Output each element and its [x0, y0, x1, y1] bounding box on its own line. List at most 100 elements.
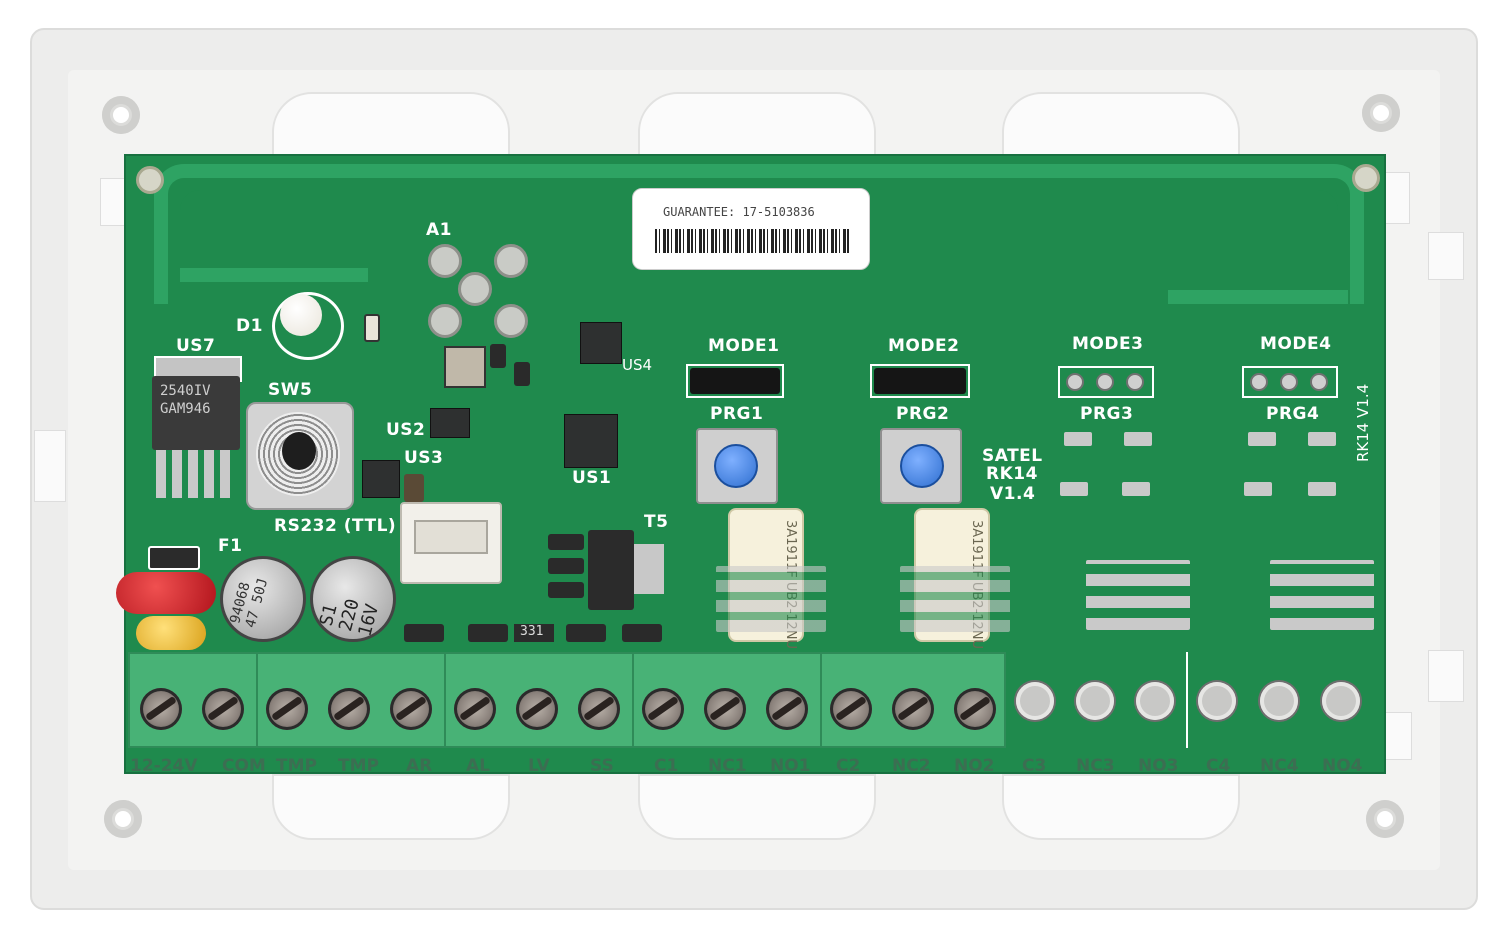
- smd-resistor: [404, 624, 444, 642]
- transistor-t5-tab: [630, 544, 664, 594]
- terminal-pad-19[interactable]: [1260, 682, 1298, 720]
- smd-part: [548, 534, 584, 550]
- smd-resistor: [566, 624, 606, 642]
- terminal-screw-4[interactable]: [328, 688, 370, 730]
- smd-pad: [1122, 482, 1150, 496]
- terminal-label: NC2: [892, 756, 931, 776]
- terminal-screw-13[interactable]: [892, 688, 934, 730]
- tamper-plunger[interactable]: [282, 432, 316, 470]
- antenna-loop: [154, 164, 1364, 304]
- regulator-pins: [156, 450, 236, 498]
- rs232-slot: [414, 520, 488, 554]
- us2-label: US2: [386, 420, 426, 440]
- led-resistor: [364, 314, 380, 342]
- smd-part: [514, 362, 530, 386]
- antenna-segment-right: [1168, 290, 1348, 304]
- smd-pad: [1308, 482, 1336, 496]
- ptc-yellow: [136, 616, 206, 650]
- terminal-screw-7[interactable]: [516, 688, 558, 730]
- terminal-screw-1[interactable]: [140, 688, 182, 730]
- terminal-screw-3[interactable]: [266, 688, 308, 730]
- mode1-label: MODE1: [708, 336, 780, 356]
- mount-hole-top-left: [102, 96, 140, 134]
- terminal-screw-8[interactable]: [578, 688, 620, 730]
- terminal-screw-6[interactable]: [454, 688, 496, 730]
- terminal-screw-5[interactable]: [390, 688, 432, 730]
- led-label: D1: [236, 316, 263, 336]
- smd-pad: [1064, 432, 1092, 446]
- smd-pad-group: [716, 566, 826, 632]
- us4-label: US4: [622, 356, 653, 374]
- antenna-label: A1: [426, 220, 452, 240]
- prg1-button[interactable]: [714, 444, 758, 488]
- smd-pad-group: [1270, 560, 1374, 630]
- terminal-label: AR: [406, 756, 433, 776]
- regulator-text: 2540IV GAM946: [160, 383, 211, 417]
- mode3-pin[interactable]: [1066, 373, 1084, 391]
- terminal-screw-10[interactable]: [704, 688, 746, 730]
- terminal-pad-15[interactable]: [1016, 682, 1054, 720]
- mount-hole-top-right: [1362, 94, 1400, 132]
- mode3-pin[interactable]: [1096, 373, 1114, 391]
- terminal-pad-16[interactable]: [1076, 682, 1114, 720]
- prg2-label: PRG2: [896, 404, 950, 424]
- terminal-screw-9[interactable]: [642, 688, 684, 730]
- antenna-pad: [428, 304, 462, 338]
- mode2-jumper-frame: [870, 364, 970, 398]
- mode3-label: MODE3: [1072, 334, 1144, 354]
- mode4-pin[interactable]: [1250, 373, 1268, 391]
- antenna-segment: [180, 268, 368, 282]
- terminal-label: C2: [836, 756, 861, 776]
- model-label: RK14: [986, 464, 1038, 484]
- terminal-label: TMP: [276, 756, 317, 776]
- smd-pad-group: [900, 566, 1010, 632]
- terminal-pad-20[interactable]: [1322, 682, 1360, 720]
- terminal-label: AL: [466, 756, 490, 776]
- terminal-label: NC1: [708, 756, 747, 776]
- chip-us4: [580, 322, 622, 364]
- mode4-pin[interactable]: [1280, 373, 1298, 391]
- mode1-jumper[interactable]: [690, 368, 780, 394]
- terminal-pad-17[interactable]: [1136, 682, 1174, 720]
- smd-cap: [404, 474, 424, 502]
- terminal-screw-12[interactable]: [830, 688, 872, 730]
- chip-us1: [564, 414, 618, 468]
- mode4-pin[interactable]: [1310, 373, 1328, 391]
- regulator-us7: [152, 376, 240, 450]
- rs232-label: RS232 (TTL): [274, 516, 397, 536]
- smd-pad: [1124, 432, 1152, 446]
- mode3-pin[interactable]: [1126, 373, 1144, 391]
- prg1-label: PRG1: [710, 404, 764, 424]
- mode3-jumper-frame: [1058, 366, 1154, 398]
- smd-pad: [1308, 432, 1336, 446]
- ptc-red: [116, 572, 216, 614]
- capacitor-c2: [310, 556, 396, 642]
- terminal-pad-18[interactable]: [1198, 682, 1236, 720]
- fuse-label: F1: [218, 536, 243, 556]
- terminal-label: NO1: [770, 756, 811, 776]
- terminal-label: NO3: [1138, 756, 1179, 776]
- prg3-label: PRG3: [1080, 404, 1134, 424]
- antenna-pad: [428, 244, 462, 278]
- terminal-label: TMP: [338, 756, 379, 776]
- terminal-label: COM: [222, 756, 266, 776]
- smd-part: [490, 344, 506, 368]
- terminal-screw-14[interactable]: [954, 688, 996, 730]
- terminal-label: SS: [590, 756, 614, 776]
- mount-hole-bottom-left: [104, 800, 142, 838]
- relay-separator: [1186, 652, 1188, 748]
- terminal-screw-11[interactable]: [766, 688, 808, 730]
- led-d1: [272, 292, 344, 360]
- top-cutout-right: [1002, 92, 1240, 162]
- us3-label: US3: [404, 448, 444, 468]
- antenna-pad: [458, 272, 492, 306]
- terminal-label: 12-24V: [130, 756, 198, 776]
- prg2-button[interactable]: [900, 444, 944, 488]
- mode2-jumper[interactable]: [874, 368, 966, 394]
- terminal-screw-2[interactable]: [202, 688, 244, 730]
- smd-pad: [1248, 432, 1276, 446]
- brand-label: SATEL: [982, 446, 1043, 466]
- smd-pad: [1244, 482, 1272, 496]
- mode4-jumper-frame: [1242, 366, 1338, 398]
- terminal-label: NO2: [954, 756, 995, 776]
